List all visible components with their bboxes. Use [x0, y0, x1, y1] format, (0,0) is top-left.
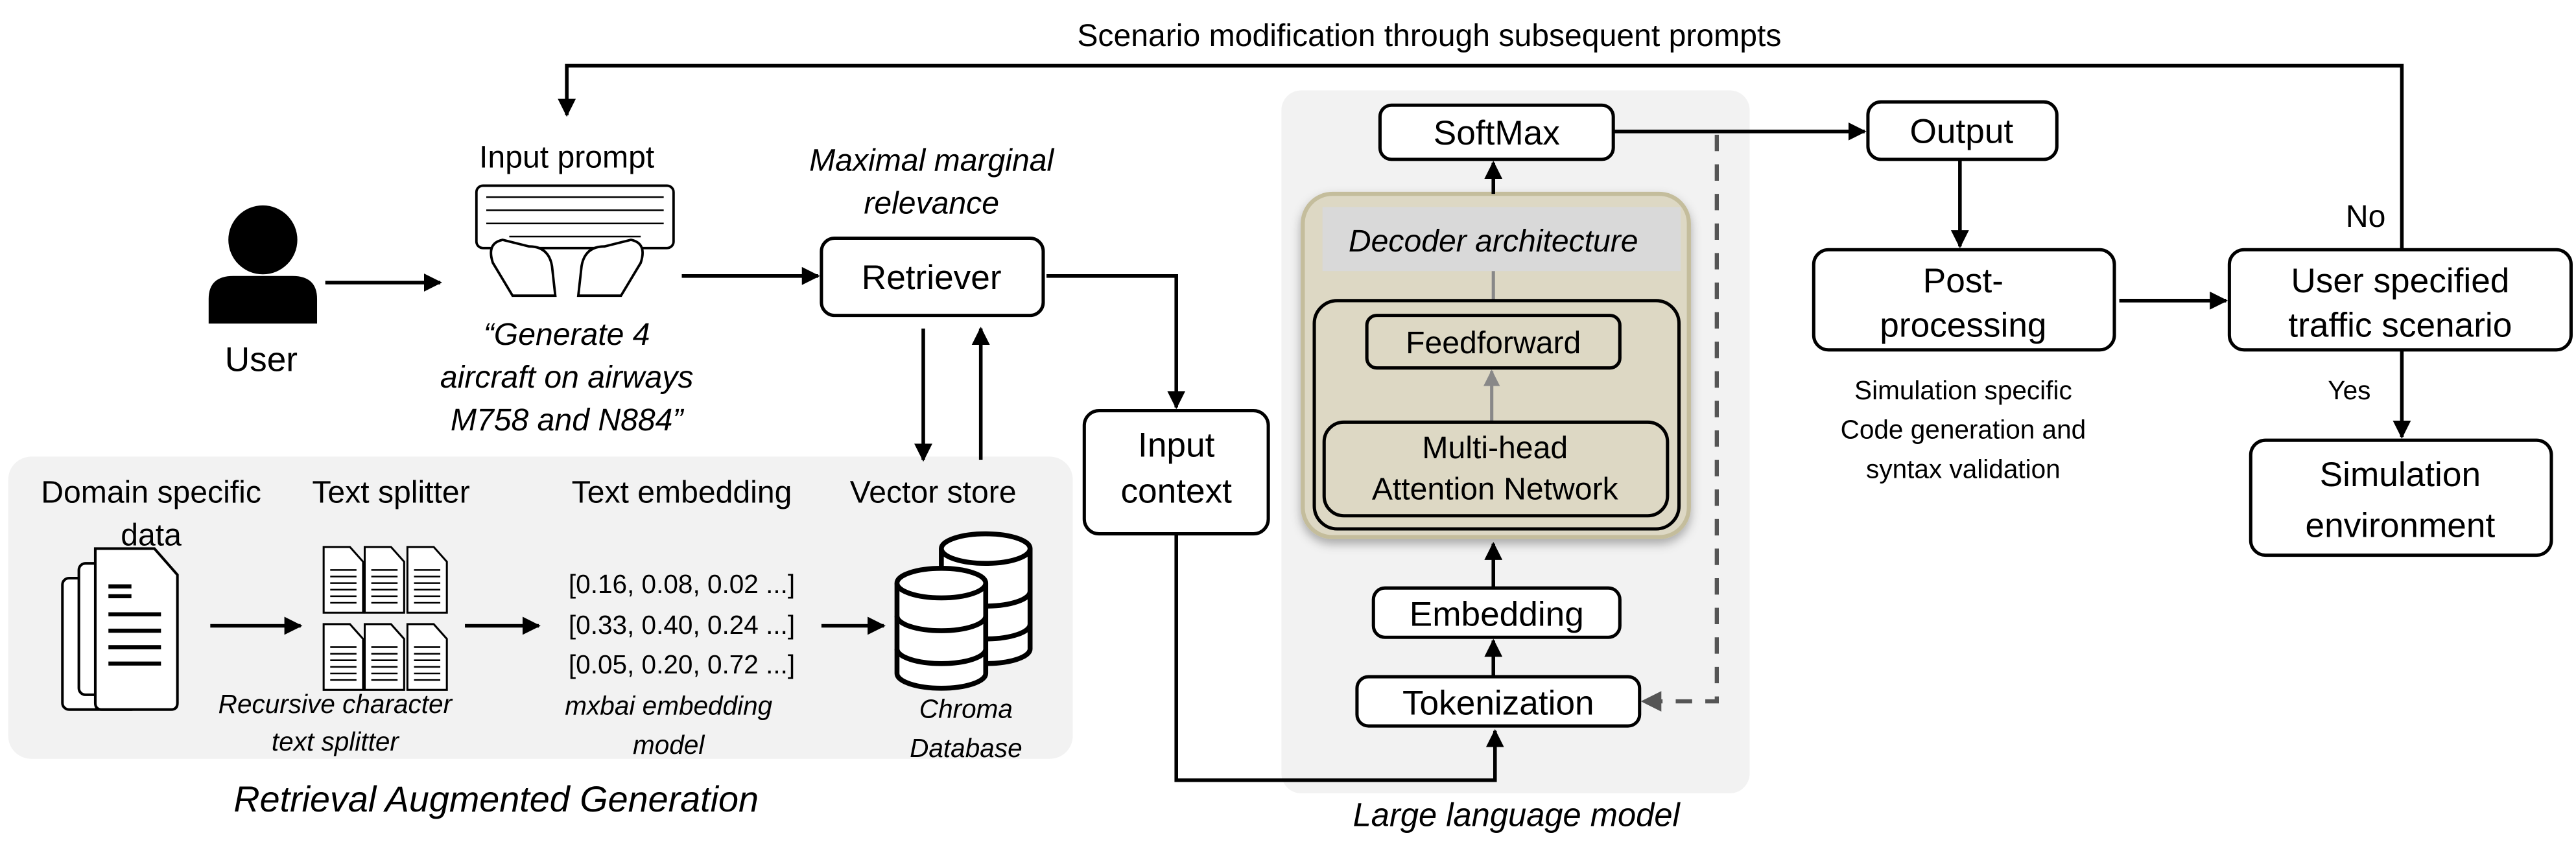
database-icon: [894, 531, 1033, 691]
retriever-label: Retriever: [862, 259, 1002, 297]
input-prompt-quote-2: aircraft on airways: [440, 360, 693, 395]
post-processing-box[interactable]: [1812, 248, 2116, 352]
feedforward-box[interactable]: [1365, 314, 1622, 370]
sim-env-line-1: Simulation: [2320, 456, 2481, 494]
tokenization-box[interactable]: [1355, 675, 1642, 728]
retriever-caption-1: Maximal marginal: [809, 143, 1054, 178]
user-icon: [208, 205, 318, 324]
embedding-box[interactable]: [1371, 586, 1622, 639]
post-caption-2: Code generation and: [1841, 415, 2086, 445]
input-context-line-1: Input: [1138, 426, 1215, 465]
no-label: No: [2346, 199, 2386, 234]
sim-env-box[interactable]: [2249, 438, 2553, 557]
decoder-block: [1301, 191, 1691, 539]
rag-panel: [8, 456, 1073, 759]
vector-2: [0.33, 0.40, 0.24 ...]: [569, 610, 795, 640]
rag-title: Retrieval Augmented Generation: [233, 779, 759, 819]
dashed-feedback-arrow: [1640, 134, 1719, 712]
decoder-label: Decoder architecture: [1349, 224, 1638, 259]
yes-label: Yes: [2328, 375, 2370, 405]
document-lines: [414, 646, 441, 681]
post-processing-line-2: processing: [1880, 307, 2046, 345]
tokenization-label: Tokenization: [1402, 684, 1594, 722]
domain-data-label-1: Domain specific: [41, 474, 261, 509]
input-context-line-2: context: [1120, 472, 1232, 510]
vector-store-label: Vector store: [850, 474, 1017, 509]
splitter-caption-1: Recursive character: [219, 689, 453, 719]
user-label: User: [225, 341, 298, 379]
document-lines: [371, 646, 398, 681]
split-documents-icon: [322, 546, 448, 691]
embedding-caption-1: mxbai embedding: [565, 690, 772, 720]
feedback-label: Scenario modification through subsequent…: [1077, 18, 1781, 53]
decoder-header: [1322, 207, 1681, 272]
post-caption-1: Simulation specific: [1854, 375, 2072, 405]
input-prompt-quote-1: “Generate 4: [484, 317, 650, 352]
attention-label-2: Attention Network: [1372, 471, 1619, 506]
attention-box[interactable]: [1322, 420, 1670, 518]
documents-icon: [61, 547, 179, 711]
domain-data-label-2: data: [121, 517, 182, 552]
post-caption-3: syntax validation: [1866, 454, 2061, 484]
document-lines: [330, 569, 357, 604]
embedding-caption-2: model: [633, 730, 705, 760]
keyboard-hands-icon: [475, 184, 675, 298]
input-prompt-label: Input prompt: [479, 140, 655, 175]
document-lines: [330, 646, 357, 681]
feedback-arrow: [558, 64, 2404, 250]
input-prompt-quote-3: M758 and N884”: [451, 403, 684, 438]
sim-env-line-2: environment: [2306, 507, 2496, 545]
arrow: [1174, 533, 1504, 782]
output-box[interactable]: [1866, 100, 2059, 161]
vector-store-caption-2: Database: [910, 733, 1022, 763]
text-splitter-label: Text splitter: [312, 474, 469, 509]
softmax-label: SoftMax: [1434, 114, 1560, 152]
output-label: Output: [1910, 113, 2014, 151]
arrow: [1046, 274, 1186, 410]
llm-title: Large language model: [1353, 797, 1681, 834]
retriever-box[interactable]: [820, 236, 1045, 318]
text-embedding-label: Text embedding: [572, 474, 792, 509]
retriever-caption-2: relevance: [864, 186, 999, 221]
decoder-inner: [1312, 299, 1681, 531]
vector-3: [0.05, 0.20, 0.72 ...]: [569, 649, 795, 679]
splitter-caption-2: text splitter: [272, 727, 399, 756]
feedforward-label: Feedforward: [1406, 325, 1581, 360]
user-scenario-line-2: traffic scenario: [2288, 307, 2512, 345]
embedding-label: Embedding: [1410, 595, 1584, 633]
post-processing-line-1: Post-: [1923, 262, 2003, 300]
attention-label-1: Multi-head: [1422, 430, 1568, 465]
document-lines: [414, 569, 441, 604]
vector-store-caption-1: Chroma: [919, 694, 1013, 723]
vector-1: [0.16, 0.08, 0.02 ...]: [569, 569, 795, 599]
user-scenario-line-1: User specified: [2291, 262, 2509, 300]
document-lines: [371, 569, 398, 604]
